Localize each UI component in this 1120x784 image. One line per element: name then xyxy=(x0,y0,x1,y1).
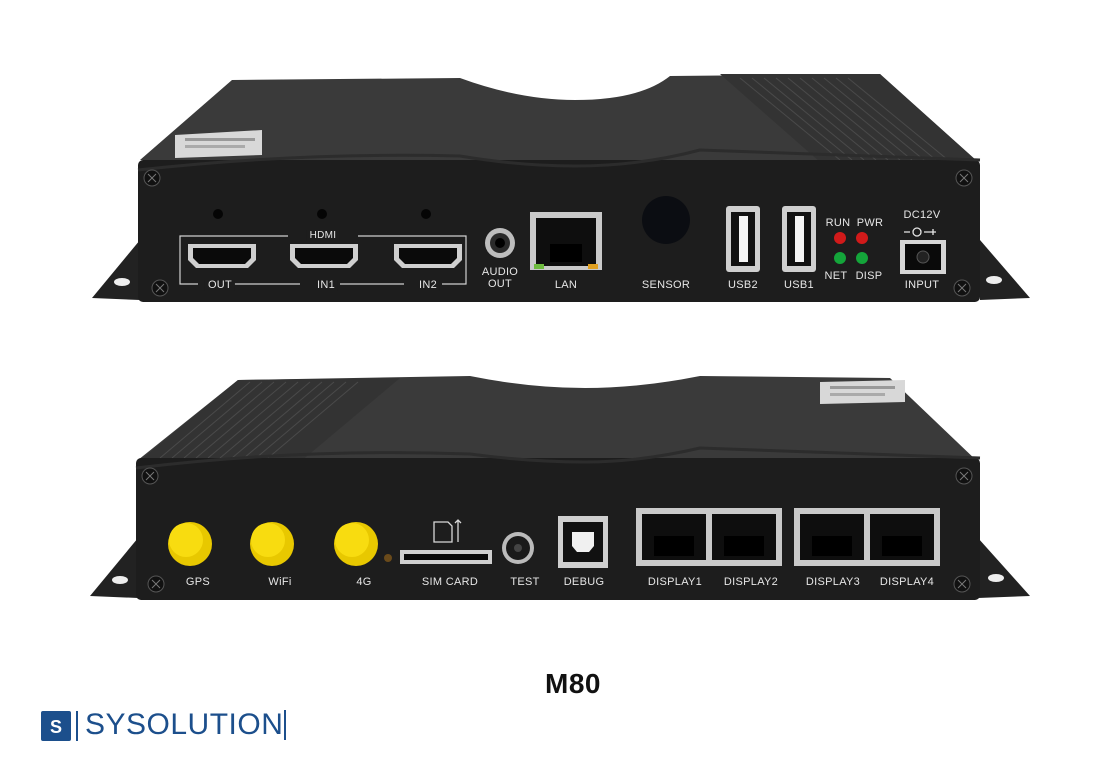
display-ports-group-2 xyxy=(794,508,940,566)
usb1-label: USB1 xyxy=(784,279,814,291)
usb2-port xyxy=(726,206,760,272)
device-front-view: HDMI OUT IN1 IN2 AUDIO OUT LAN SENSOR US… xyxy=(0,0,1120,330)
led-pwr xyxy=(856,232,868,244)
audio-out-label-line2: OUT xyxy=(487,278,513,290)
debug-label: DEBUG xyxy=(563,576,605,588)
usb1-port xyxy=(782,206,816,272)
hdmi-in2-port xyxy=(394,244,462,268)
hdmi-in1-port xyxy=(290,244,358,268)
sensor-window xyxy=(642,196,690,244)
sim-card-slot xyxy=(400,550,492,564)
wifi-antenna-connector xyxy=(250,522,294,566)
model-name: M80 xyxy=(545,668,601,699)
led-disp xyxy=(856,252,868,264)
test-button xyxy=(502,532,534,564)
led-disp-label: DISP xyxy=(855,270,883,282)
4g-label: 4G xyxy=(356,576,372,588)
hdmi-in1-label: IN1 xyxy=(313,280,339,291)
lan-port xyxy=(530,212,602,270)
led-net xyxy=(834,252,846,264)
device-back-view: GPS WiFi 4G SIM CARD TEST DEBUG DISPLAY1… xyxy=(0,298,1120,628)
hdmi-out-label: OUT xyxy=(204,280,236,291)
usb2-label: USB2 xyxy=(728,279,758,291)
dc-rating-label: DC12V xyxy=(903,209,941,221)
display3-label: DISPLAY3 xyxy=(805,576,861,588)
gps-antenna-connector xyxy=(168,522,212,566)
brand-name: SYSOLUTION xyxy=(85,708,284,741)
led-pwr-label: PWR xyxy=(856,217,884,229)
display-ports-group-1 xyxy=(636,508,782,566)
display1-label: DISPLAY1 xyxy=(647,576,703,588)
hdmi-group-label: HDMI xyxy=(306,230,340,241)
test-label: TEST xyxy=(510,576,540,588)
led-net-label: NET xyxy=(824,270,848,282)
dc-input-port xyxy=(900,240,946,274)
led-run-label: RUN xyxy=(825,217,851,229)
led-run xyxy=(834,232,846,244)
audio-out-label-line1: AUDIO xyxy=(481,266,519,278)
hdmi-out-port xyxy=(188,244,256,268)
wifi-label: WiFi xyxy=(268,576,292,588)
sim-card-label: SIM CARD xyxy=(421,576,479,588)
sim-card-icon xyxy=(433,519,462,543)
screw-icon xyxy=(141,467,973,593)
4g-antenna-connector xyxy=(334,522,378,566)
screw-icon xyxy=(143,169,973,297)
debug-usb-port xyxy=(558,516,608,568)
display4-label: DISPLAY4 xyxy=(879,576,935,588)
svg-text:S: S xyxy=(50,717,62,737)
input-label: INPUT xyxy=(904,279,940,291)
display2-label: DISPLAY2 xyxy=(723,576,779,588)
hdmi-in2-label: IN2 xyxy=(415,280,441,291)
brand-divider xyxy=(284,710,286,740)
sysolution-logo-icon: S xyxy=(41,711,78,741)
sensor-label: SENSOR xyxy=(641,279,691,291)
lan-label: LAN xyxy=(554,279,578,291)
audio-out-jack xyxy=(485,228,515,258)
front-chassis xyxy=(92,74,1030,302)
gps-label: GPS xyxy=(185,576,211,588)
back-chassis xyxy=(90,376,1030,600)
